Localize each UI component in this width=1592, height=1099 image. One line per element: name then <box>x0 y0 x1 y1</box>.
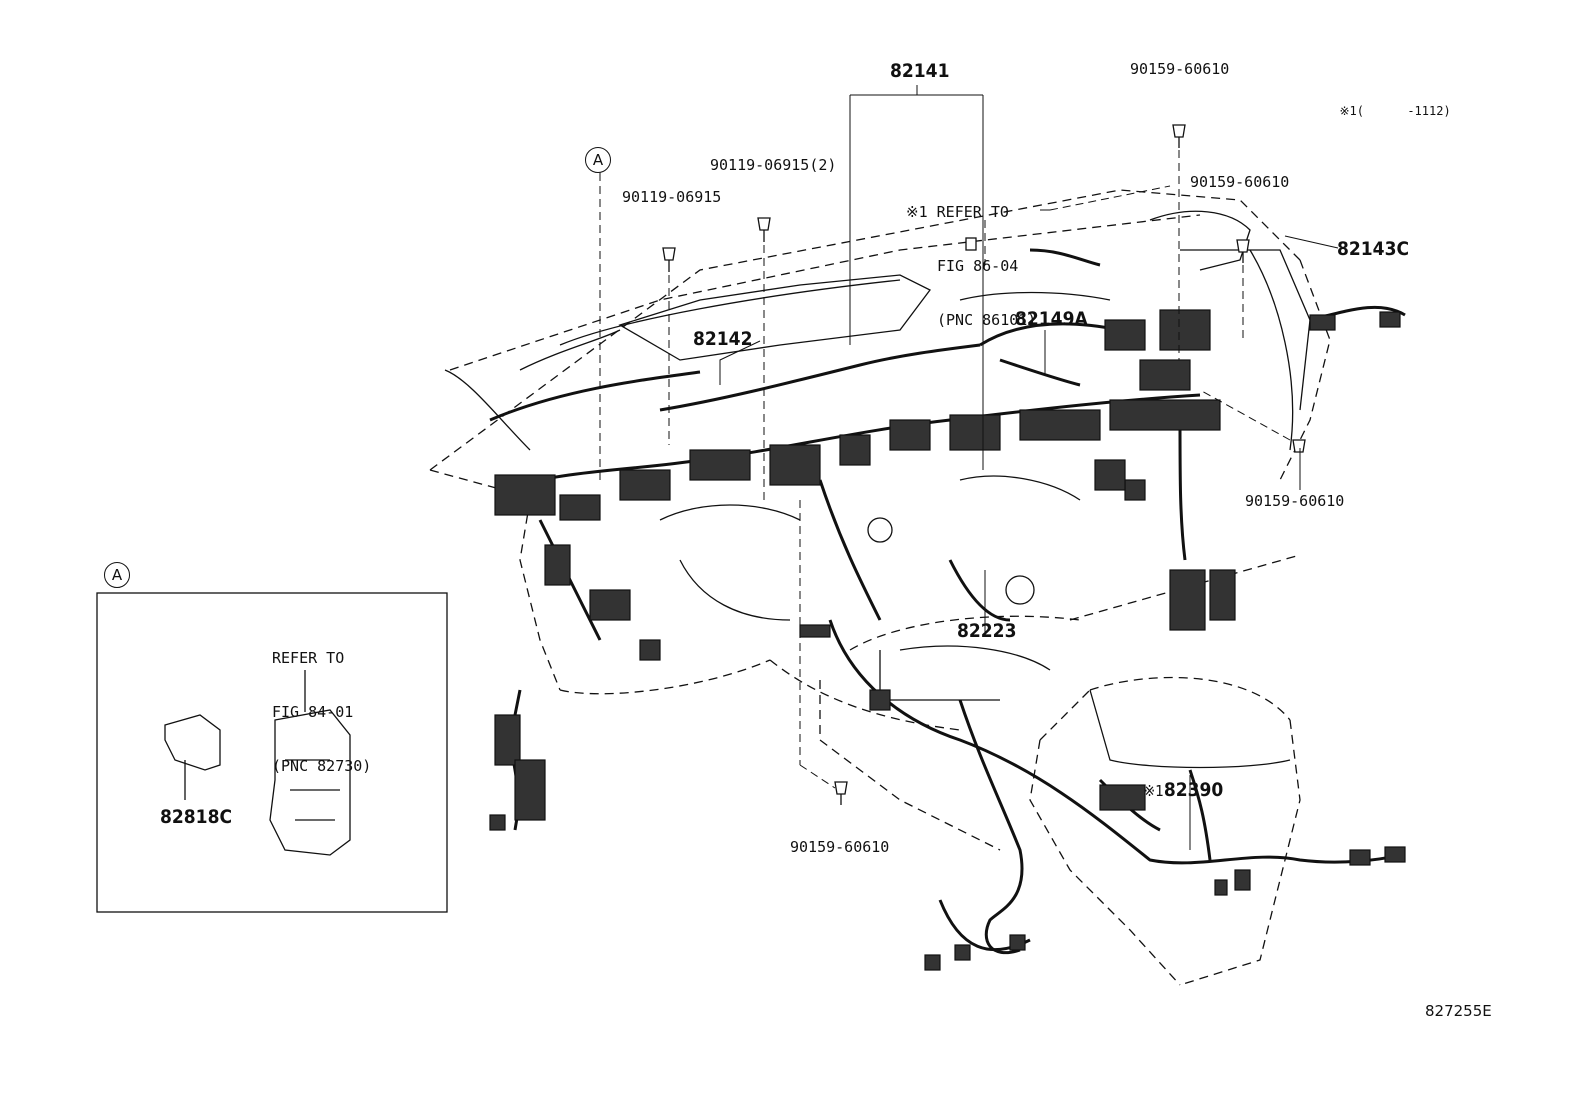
part-82390-mark: ※1 <box>1143 782 1164 800</box>
inset-refer-line-2: FIG 84-01 <box>272 703 354 721</box>
inset-box <box>96 592 448 913</box>
bolt-right-lower-label: 90159-60610 <box>1245 492 1345 510</box>
screw-left-label: 90119-06915 <box>622 188 722 206</box>
inset-refer-note: REFER TO FIG 84-01 (PNC 82730) <box>272 613 371 793</box>
inset-refer-line-3: (PNC 82730) <box>272 757 372 775</box>
inset-callout-a: A <box>104 562 130 588</box>
figure-code: 827255E <box>1425 1002 1492 1020</box>
dashboard-outline <box>429 189 1331 986</box>
dashed-leaders <box>599 150 1291 789</box>
part-82390-code: 82390 <box>1163 779 1224 801</box>
part-82142: 82142 <box>693 328 753 350</box>
header-note-code: -1112) <box>1407 104 1451 118</box>
part-82390: ※182390 <box>1132 762 1223 800</box>
connector-blocks <box>489 309 1406 971</box>
part-82143C: 82143C <box>1337 238 1410 260</box>
refer-note-86-04: ※1 REFER TO FIG 86-04 (PNC 86101) <box>906 167 1036 347</box>
inset-refer-line-1: REFER TO <box>272 649 345 667</box>
header-note-open: ( <box>1356 104 1364 118</box>
refer-line-2: FIG 86-04 <box>937 257 1019 275</box>
part-82818C: 82818C <box>160 806 233 828</box>
bolt-icons <box>662 124 1306 805</box>
refer-mark: ※1 <box>906 203 928 221</box>
header-note-mark: ※1 <box>1339 104 1357 118</box>
bolt-right-upper-label: 90159-60610 <box>1190 173 1290 191</box>
refer-line-3: (PNC 86101) <box>937 311 1037 329</box>
part-82149A: 82149A <box>1015 308 1088 330</box>
bolt-bottom-label: 90159-60610 <box>790 838 890 856</box>
dashboard-contours <box>444 210 1311 769</box>
part-82141: 82141 <box>890 60 950 82</box>
screw-2-label: 90119-06915(2) <box>710 156 837 174</box>
refer-line-1: REFER TO <box>936 203 1009 221</box>
part-82223: 82223 <box>957 620 1017 642</box>
callout-a: A <box>585 147 611 173</box>
solid-leaders <box>719 85 1339 850</box>
bolt-top-label: 90159-60610 <box>1130 60 1230 78</box>
header-note: ※1( -1112) <box>1325 93 1451 118</box>
